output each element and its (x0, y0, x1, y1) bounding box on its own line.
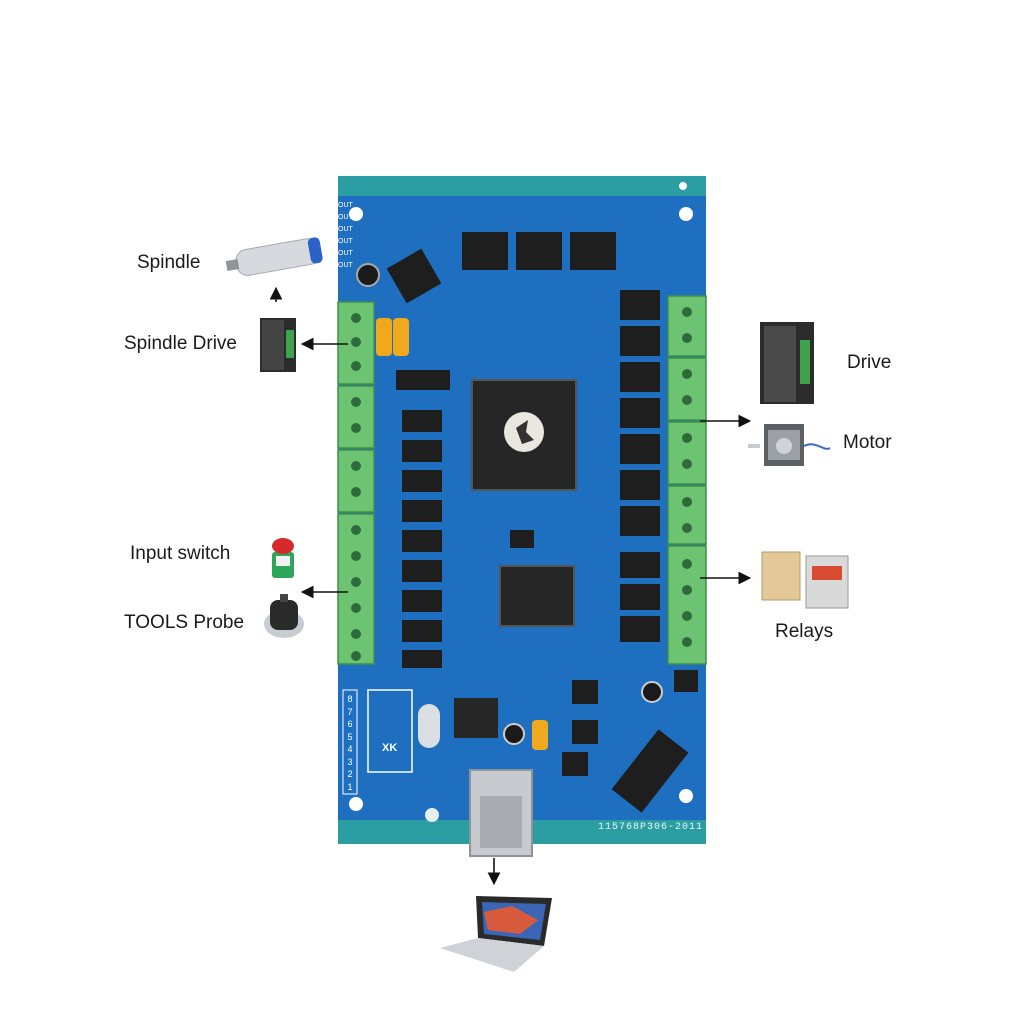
io-number: 8 (343, 693, 357, 706)
top-pin-label: OUT (338, 248, 352, 260)
stepper-motor-icon (748, 424, 830, 466)
label-motor: Motor (843, 432, 892, 454)
io-number: 2 (343, 768, 357, 781)
drive-module-icon (260, 318, 296, 372)
io-number: 1 (343, 781, 357, 794)
usb-connector-icon (470, 770, 532, 856)
top-pin-label: OUT (338, 224, 352, 236)
io-number: 5 (343, 731, 357, 744)
spindle-motor-icon (224, 237, 323, 279)
push-button-icon (272, 538, 294, 578)
top-pin-label: OUT (338, 200, 352, 212)
io-number: 4 (343, 743, 357, 756)
rotary-probe-icon (264, 594, 304, 638)
label-spindle: Spindle (137, 252, 200, 274)
label-tools-probe: TOOLS Probe (124, 612, 244, 634)
stepper-drive-icon (760, 322, 814, 404)
label-input-switch: Input switch (130, 543, 230, 565)
label-relays: Relays (775, 621, 833, 643)
label-spindle-drive: Spindle Drive (124, 333, 237, 355)
relay-icon (762, 552, 848, 608)
top-pin-label: OUT (338, 236, 352, 248)
board-logo: XK (382, 742, 397, 754)
label-drive: Drive (847, 352, 891, 374)
top-pin-label: OUT (338, 260, 352, 272)
io-number: 6 (343, 718, 357, 731)
pcb-code: 115768P306-2011 (598, 822, 703, 833)
io-number: 3 (343, 756, 357, 769)
laptop-icon (440, 896, 552, 972)
io-number: 7 (343, 706, 357, 719)
top-pin-label: OUT (338, 212, 352, 224)
